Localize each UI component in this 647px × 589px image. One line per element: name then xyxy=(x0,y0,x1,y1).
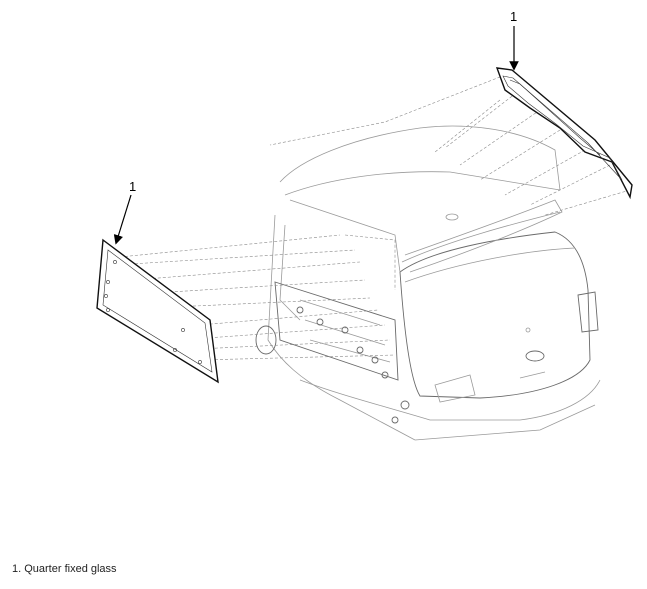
vehicle-rear-body xyxy=(255,125,601,441)
leader-arrows xyxy=(113,26,519,245)
callout-label-left-glass: 1 xyxy=(129,179,136,194)
quarter-fixed-glass-left xyxy=(96,238,219,384)
legend-item-quarter-fixed-glass: 1. Quarter fixed glass xyxy=(12,563,117,575)
callout-label-right-glass: 1 xyxy=(510,9,517,24)
leader-arrow-left xyxy=(113,194,132,245)
quarter-fixed-glass-right xyxy=(495,67,633,200)
exploded-view-diagram: 1 1 xyxy=(96,9,633,441)
